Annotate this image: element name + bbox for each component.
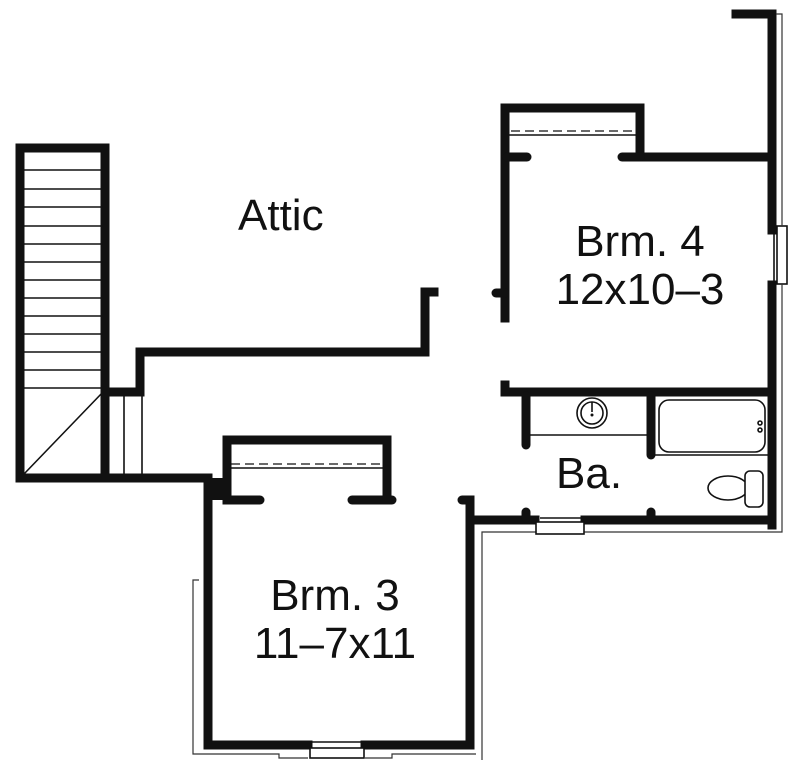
room-name: Ba.: [556, 449, 623, 498]
bedroom-4-walls: [481, 9, 788, 760]
room-label-bedroom-4: Brm. 4 12x10–3: [540, 218, 740, 313]
room-dimensions: 11–7x11: [253, 618, 417, 668]
room-name: Brm. 4: [575, 217, 705, 266]
bedroom-3-walls: [192, 435, 476, 759]
bedroom-3-window: [309, 747, 365, 759]
room-label-bedroom-3: Brm. 3 11–7x11: [230, 572, 440, 667]
bedroom-4-window: [776, 225, 788, 285]
room-name: Attic: [238, 191, 324, 240]
toilet-icon: [707, 470, 764, 508]
bathroom-walls: [457, 380, 777, 750]
bathtub-icon: [658, 399, 766, 453]
room-label-bathroom: Ba.: [556, 450, 622, 498]
attic-walls: [15, 287, 439, 483]
room-label-attic: Attic: [238, 192, 324, 240]
staircase: [15, 143, 143, 483]
room-dimensions: 12x10–3: [555, 264, 725, 314]
bathroom-window: [535, 521, 585, 535]
room-name: Brm. 3: [270, 571, 400, 620]
sink-icon: [576, 397, 608, 429]
